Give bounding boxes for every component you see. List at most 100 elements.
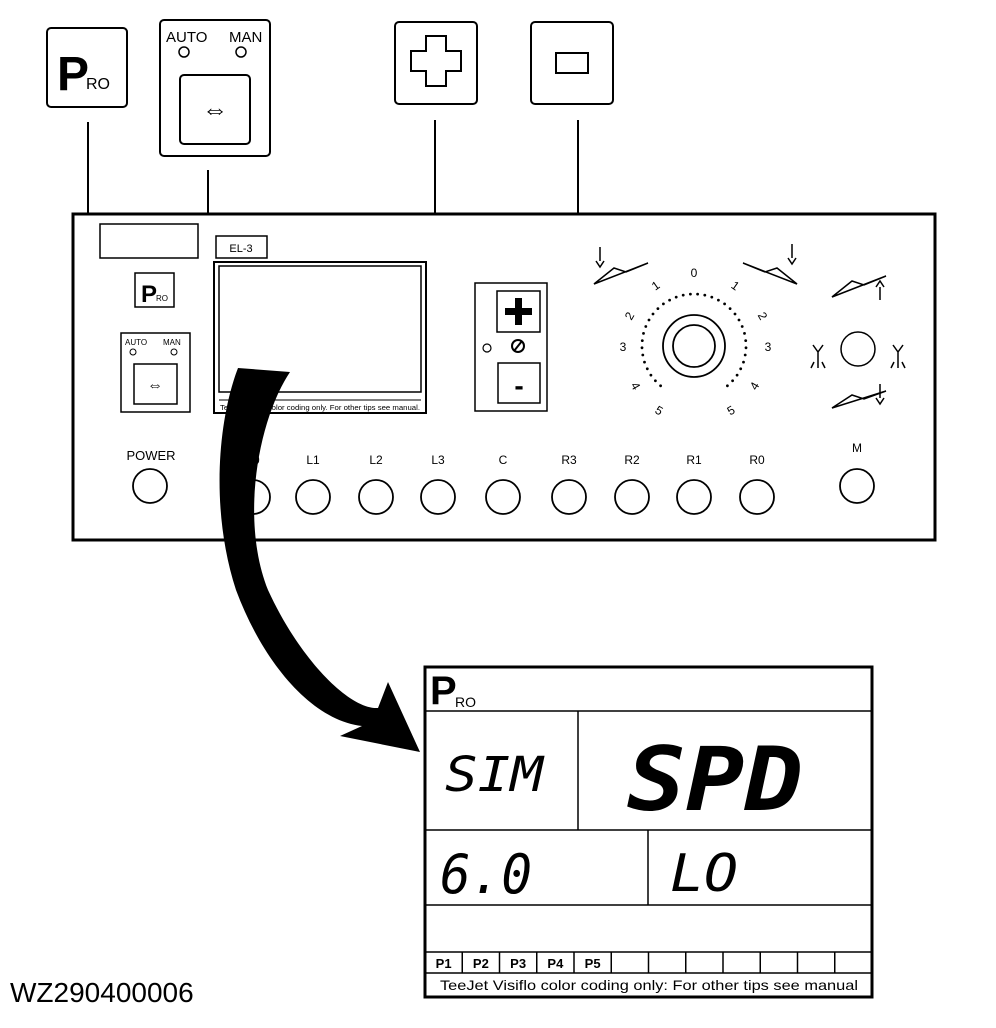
console-pro-button[interactable] (134, 272, 175, 308)
svg-text:3: 3 (765, 340, 772, 354)
m-label: M (852, 441, 862, 455)
svg-text:-: - (514, 370, 523, 401)
pro-p-letter: P (57, 48, 89, 101)
dial-tick (739, 367, 743, 371)
svg-text:0: 0 (691, 266, 698, 280)
section-label: R3 (561, 453, 577, 467)
dial-tick (728, 307, 732, 310)
dial-tick (681, 293, 685, 297)
man-label: MAN (229, 29, 262, 46)
display-top-left-value: SIM (445, 747, 545, 803)
display-panel: P RO SIM SPD 6.0 LO P1 P2 P3 P4 P5 TeeJet Vi… (423, 665, 874, 999)
dial-tick (642, 332, 645, 335)
minus-button-icon (530, 21, 614, 105)
dial-tick (740, 325, 744, 328)
figure-id: WZ290400006 (10, 977, 194, 1008)
dial-tick (737, 318, 741, 322)
svg-text:⇔: ⇔ (147, 377, 163, 394)
console-plus-button[interactable] (496, 290, 541, 333)
dial-tick (644, 325, 648, 328)
section-label: R2 (624, 453, 640, 467)
section-button[interactable] (295, 479, 331, 515)
svg-text:MAN: MAN (163, 338, 181, 347)
model-tag: EL-3 (229, 243, 252, 255)
dial-tick (742, 360, 745, 364)
dial-tick (744, 346, 748, 350)
section-label: R0 (749, 453, 765, 467)
svg-text:RO: RO (156, 294, 168, 303)
section-label: L2 (369, 453, 383, 467)
dial-tick (703, 293, 707, 297)
svg-text:AUTO: AUTO (125, 338, 147, 347)
dial-tick (640, 346, 644, 350)
preset-label: P3 (510, 956, 526, 971)
section-button[interactable] (485, 479, 521, 515)
section-label: L1 (306, 453, 320, 467)
section-button[interactable] (551, 479, 587, 515)
dial-tick (744, 339, 748, 342)
dial-tick (649, 373, 653, 377)
m-button[interactable] (839, 468, 875, 504)
display-bottom-right-value: LO (670, 844, 738, 904)
dial-tick (723, 302, 726, 306)
pro-sub-letters: RO (86, 76, 110, 93)
section-label: C (499, 453, 508, 467)
label-slot (99, 223, 199, 259)
console-minus-button[interactable] (497, 362, 541, 404)
pro-button-icon: P RO (46, 27, 128, 108)
dial-tick (659, 384, 662, 388)
man-led-icon (235, 46, 247, 58)
preset-label: P5 (585, 956, 601, 971)
dial-tick (654, 379, 657, 383)
dial-tick (717, 298, 720, 302)
dial-tick (651, 312, 655, 316)
section-button[interactable] (614, 479, 650, 515)
preset-label: P1 (436, 956, 452, 971)
display-pro-sub: RO (455, 694, 476, 710)
dial-tick (640, 339, 644, 342)
boom-icons (593, 244, 906, 409)
display-top-right-value: SPD (627, 728, 803, 831)
dial-tick (726, 384, 729, 388)
preset-label: P2 (473, 956, 489, 971)
swap-arrow-icon: ⇔ (202, 94, 228, 124)
display-pro-p: P (430, 669, 457, 713)
dial-tick (710, 295, 714, 299)
zoom-arrow-icon (219, 368, 420, 752)
svg-text:P: P (141, 281, 157, 308)
display-bottom-left-value: 6.0 (440, 843, 532, 906)
dial-tick (733, 312, 737, 316)
svg-text:3: 3 (620, 340, 627, 354)
console-panel: EL-3 P RO AUTO MAN ⇔ TeeJet Visiflo colo… (71, 212, 937, 542)
dial-tick (662, 302, 665, 306)
dial-tick (731, 379, 734, 383)
auto-man-button-icon: AUTO MAN ⇔ (159, 19, 271, 157)
dial-tick (696, 292, 699, 296)
section-button[interactable] (739, 479, 775, 515)
dial-tick (647, 318, 651, 322)
dial-tick (743, 332, 746, 335)
section-button[interactable] (420, 479, 456, 515)
dial-tick (735, 373, 739, 377)
dial-tick (689, 292, 692, 296)
power-button[interactable] (132, 468, 168, 504)
dial-tick (674, 295, 678, 299)
section-button[interactable] (358, 479, 394, 515)
dial-tick (656, 307, 660, 310)
display-footer: TeeJet Visiflo color coding only: For ot… (440, 977, 858, 993)
section-button[interactable] (676, 479, 712, 515)
auto-led-icon (178, 46, 190, 58)
dial-tick (645, 367, 649, 371)
auto-label: AUTO (166, 29, 207, 46)
section-label: R1 (686, 453, 702, 467)
dial-tick (743, 353, 747, 357)
console-screen-footer: TeeJet Visiflo color coding only. For ot… (220, 405, 420, 412)
dial-tick (668, 298, 671, 302)
plus-button-icon (394, 21, 478, 105)
section-label: L3 (431, 453, 445, 467)
dial-tick (643, 360, 646, 364)
power-label: POWER (126, 448, 175, 463)
dial-tick (641, 353, 645, 357)
preset-label: P4 (547, 956, 564, 971)
